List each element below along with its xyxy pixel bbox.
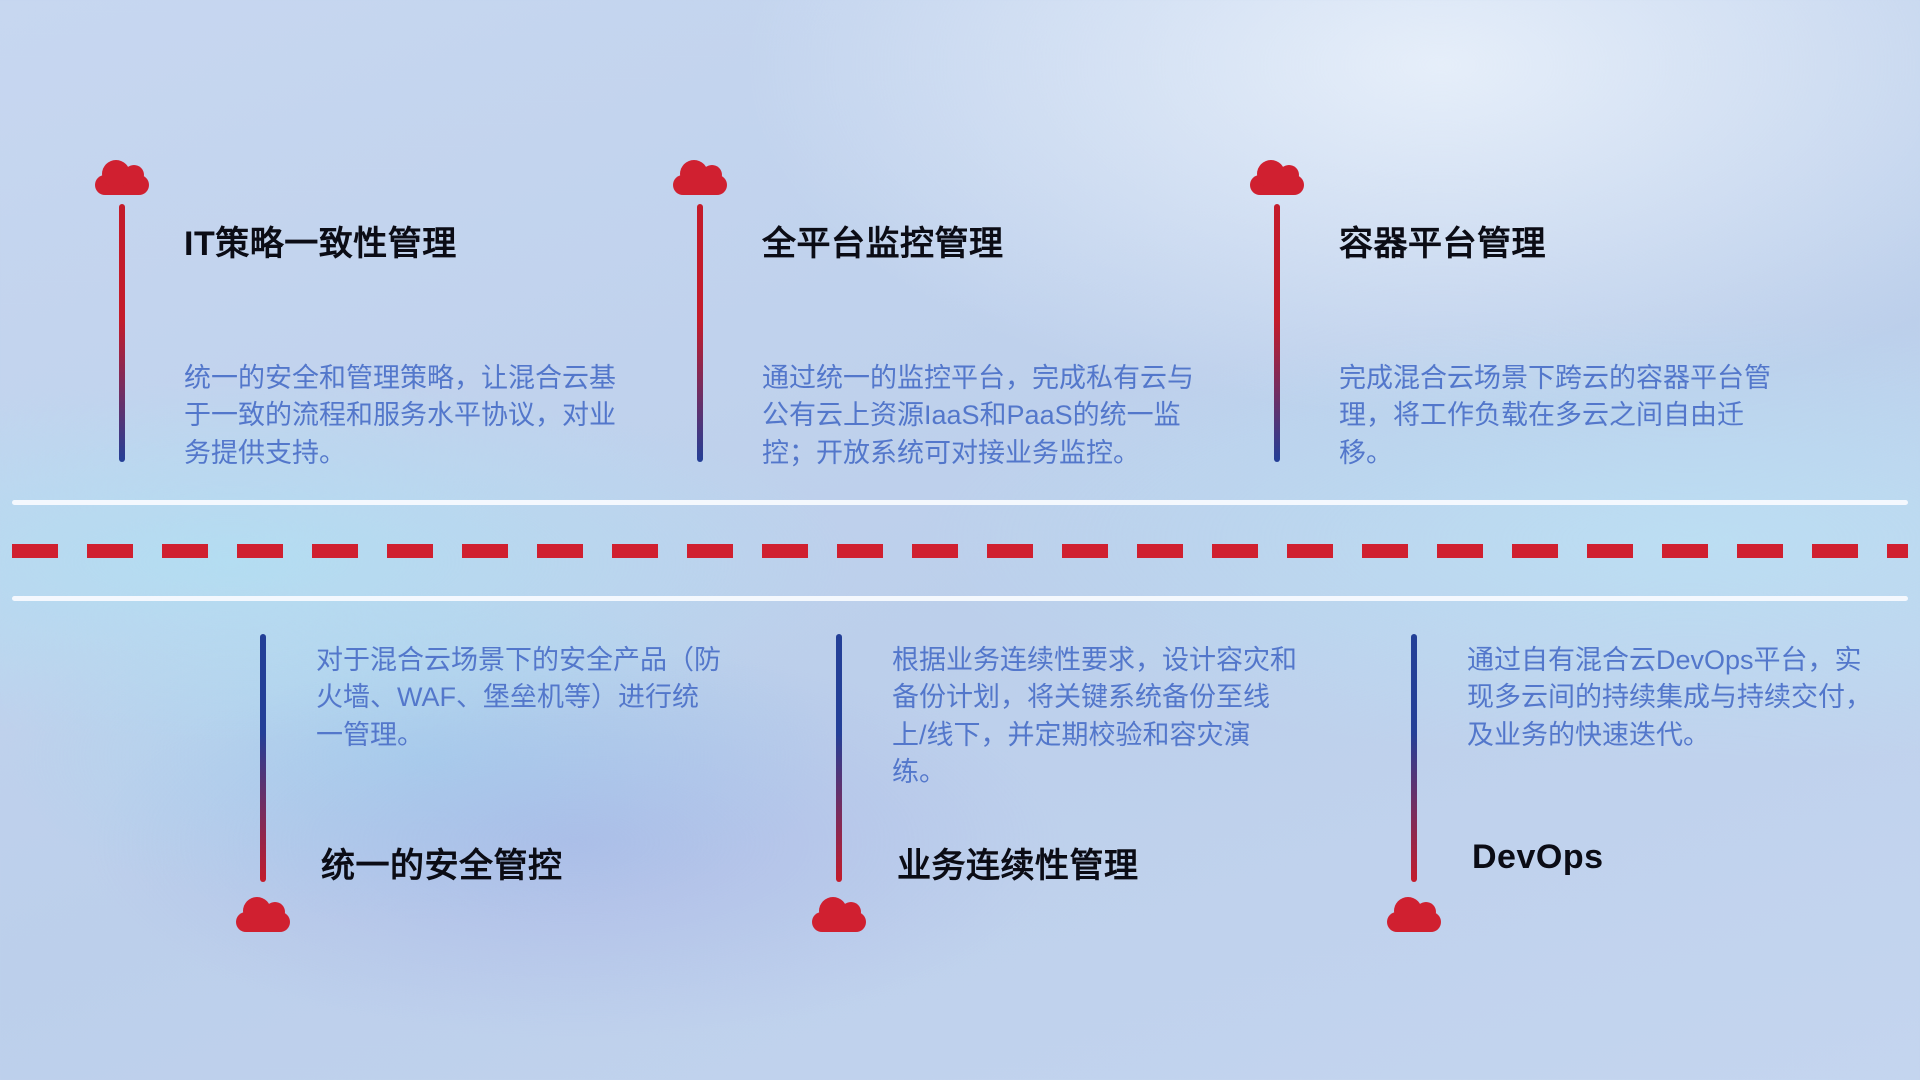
capability-item-business-continuity: 根据业务连续性要求，设计容灾和备份计划，将关键系统备份至线上/线下，并定期校验和… <box>812 634 1372 1054</box>
capability-title: 业务连续性管理 <box>897 847 1139 885</box>
cloud-icon <box>1387 897 1441 932</box>
capability-item-container-platform: 容器平台管理 完成混合云场景下跨云的容器平台管理，将工作负载在多云之间自由迁移。 <box>1250 160 1810 580</box>
capability-title: DevOps <box>1472 838 1604 876</box>
timeline-connector <box>836 634 842 882</box>
capability-description: 统一的安全和管理策略，让混合云基于一致的流程和服务水平协议，对业务提供支持。 <box>184 363 616 468</box>
capability-title: 全平台监控管理 <box>762 225 1004 263</box>
capability-title: IT策略一致性管理 <box>184 225 457 263</box>
timeline-connector <box>697 204 703 462</box>
timeline-connector <box>1274 204 1280 462</box>
capability-item-monitoring: 全平台监控管理 通过统一的监控平台，完成私有云与公有云上资源IaaS和PaaS的… <box>673 160 1233 580</box>
cloud-icon <box>1250 160 1304 195</box>
capability-item-security-control: 对于混合云场景下的安全产品（防火墙、WAF、堡垒机等）进行统一管理。 统一的安全… <box>236 634 796 1054</box>
timeline-connector <box>260 634 266 882</box>
timeline-connector <box>119 204 125 462</box>
divider-top-white <box>12 500 1908 505</box>
capability-description: 通过自有混合云DevOps平台，实现多云间的持续集成与持续交付，及业务的快速迭代… <box>1467 645 1872 750</box>
cloud-icon <box>673 160 727 195</box>
cloud-icon <box>812 897 866 932</box>
divider-bottom-white <box>12 596 1908 601</box>
capability-description: 通过统一的监控平台，完成私有云与公有云上资源IaaS和PaaS的统一监控；开放系… <box>762 363 1194 468</box>
capability-title: 统一的安全管控 <box>321 847 563 885</box>
timeline-connector <box>1411 634 1417 882</box>
capability-description: 完成混合云场景下跨云的容器平台管理，将工作负载在多云之间自由迁移。 <box>1339 363 1771 468</box>
capability-item-it-policy: IT策略一致性管理 统一的安全和管理策略，让混合云基于一致的流程和服务水平协议，… <box>95 160 655 580</box>
cloud-icon <box>236 897 290 932</box>
cloud-icon <box>95 160 149 195</box>
capability-description: 对于混合云场景下的安全产品（防火墙、WAF、堡垒机等）进行统一管理。 <box>316 645 721 750</box>
capability-description: 根据业务连续性要求，设计容灾和备份计划，将关键系统备份至线上/线下，并定期校验和… <box>892 645 1297 787</box>
capability-title: 容器平台管理 <box>1339 225 1546 263</box>
divider-dashed-red <box>12 544 1908 558</box>
capability-item-devops: 通过自有混合云DevOps平台，实现多云间的持续集成与持续交付，及业务的快速迭代… <box>1387 634 1920 1054</box>
